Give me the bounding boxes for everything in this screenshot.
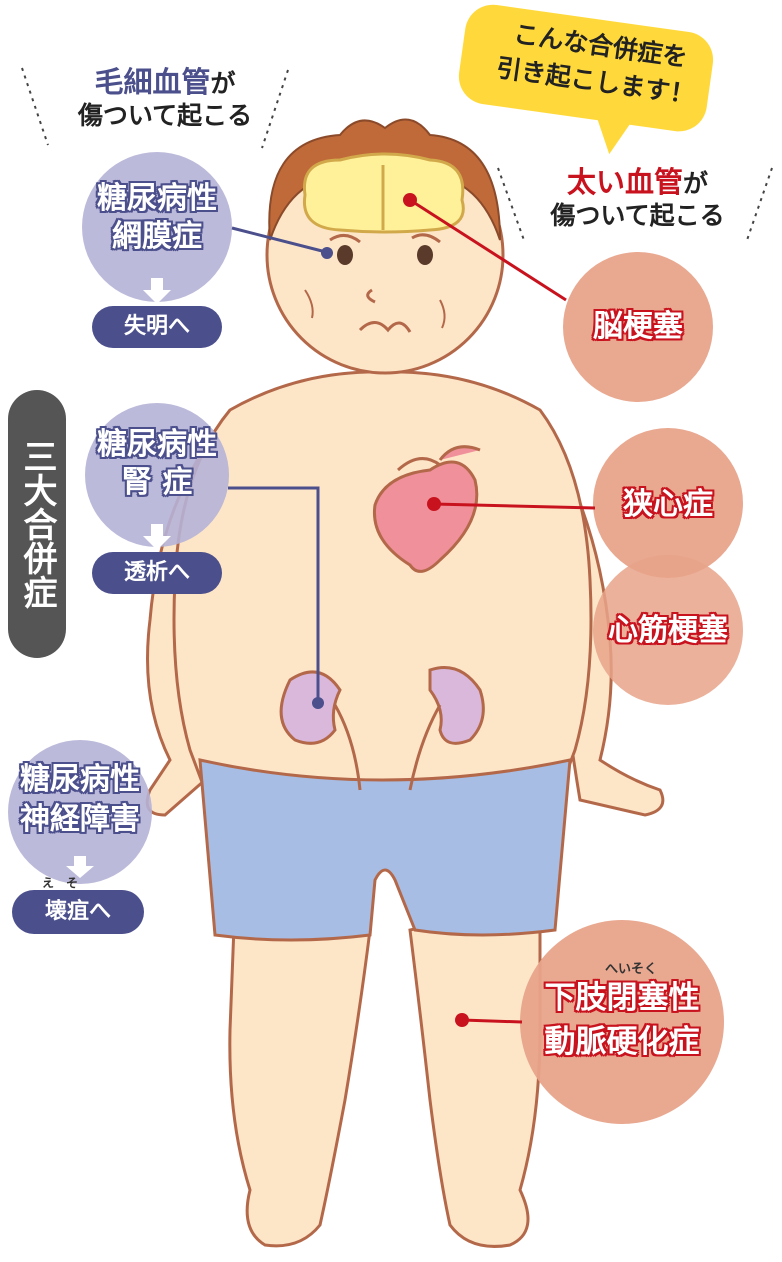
pad-line1: 下肢閉塞性 xyxy=(522,976,722,1020)
torso xyxy=(174,372,591,805)
neuropathy-ruby2: そ xyxy=(66,874,78,891)
pad-ruby: へいそく xyxy=(605,958,657,977)
capillary-suffix: が xyxy=(211,69,236,98)
large-vessel-emph: 太い血管 xyxy=(567,165,683,199)
retinopathy-result: 失明へ xyxy=(92,306,222,348)
shorts xyxy=(200,760,570,940)
pad-label: 下肢閉塞性 動脈硬化症 xyxy=(522,976,722,1064)
right-leg xyxy=(410,900,540,1246)
infarction-label: 心筋梗塞 xyxy=(588,612,748,650)
large-vessel-heading: 太い血管が 傷ついて起こる xyxy=(530,166,745,232)
left-leg xyxy=(230,900,370,1246)
nephropathy-label: 糖尿病性 腎 症 xyxy=(82,426,232,502)
large-vessel-suffix: が xyxy=(683,169,708,198)
neuropathy-label: 糖尿病性 神経障害 xyxy=(2,760,158,840)
left-kidney xyxy=(281,672,340,743)
retinopathy-line1: 糖尿病性 xyxy=(82,180,232,218)
large-vessel-line2: 傷ついて起こる xyxy=(530,200,745,232)
retinopathy-line2: 網膜症 xyxy=(82,218,232,256)
neuropathy-line2: 神経障害 xyxy=(2,800,158,840)
capillary-heading: 毛細血管が 傷ついて起こる xyxy=(60,66,270,132)
capillary-emph: 毛細血管 xyxy=(94,65,210,99)
stroke-label: 脳梗塞 xyxy=(563,308,713,346)
neuropathy-ruby1: え xyxy=(42,874,54,891)
neuropathy-result: 壊疽へ xyxy=(12,890,144,934)
nephropathy-line2: 腎 症 xyxy=(82,464,232,502)
nephropathy-line1: 糖尿病性 xyxy=(82,426,232,464)
retinopathy-label: 糖尿病性 網膜症 xyxy=(82,180,232,256)
angina-label: 狭心症 xyxy=(593,486,743,524)
pad-line2: 動脈硬化症 xyxy=(522,1020,722,1064)
nephropathy-result: 透析へ xyxy=(92,552,222,594)
capillary-line2: 傷ついて起こる xyxy=(60,100,270,132)
side-tag-major-complications: 三大合併症 xyxy=(8,390,66,658)
neuropathy-line1: 糖尿病性 xyxy=(2,760,158,800)
